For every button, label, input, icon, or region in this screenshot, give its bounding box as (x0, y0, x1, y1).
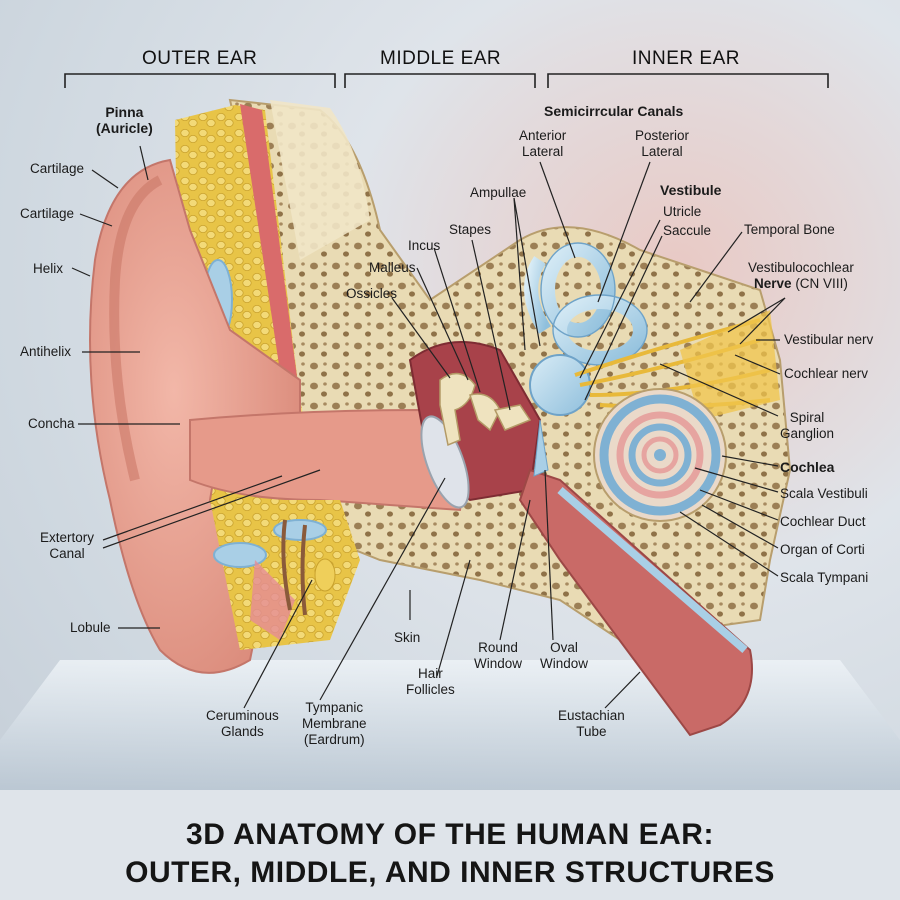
leader-lines (71, 145, 786, 709)
label-pinna: Pinna(Auricle) (96, 104, 153, 136)
tympanic-membrane-shape (420, 415, 470, 509)
section-middle-ear: MIDDLE EAR (380, 48, 502, 69)
label-skin: Skin (394, 630, 421, 645)
label-malleus: Malleus (369, 260, 416, 275)
label-cartilage-2: Cartilage (20, 206, 75, 221)
section-brackets (64, 73, 829, 88)
pinna-shape (89, 158, 301, 674)
label-semicircular-canals: Semicirrcular Canals (544, 103, 684, 119)
cochlea-shape (593, 388, 727, 522)
label-antihelix: Antihelix (20, 344, 72, 359)
label-vestibulocochlear-nerve: Vestibulocochlear Nerve (CN VIII) (748, 260, 854, 291)
title-line-1: 3D ANATOMY OF THE HUMAN EAR: (186, 818, 714, 851)
label-helix: Helix (33, 261, 64, 276)
label-cochlear-duct: Cochlear Duct (780, 514, 866, 529)
ossicles-shape (439, 372, 532, 447)
label-scala-tympani: Scala Tympani (780, 570, 869, 585)
label-stapes: Stapes (449, 222, 492, 237)
label-vestibular-nerve: Vestibular nerv (784, 332, 874, 347)
label-concha: Concha (28, 416, 75, 431)
label-organ-of-corti: Organ of Corti (780, 542, 865, 557)
title-line-2: OUTER, MIDDLE, AND INNER STRUCTURES (125, 856, 775, 889)
label-utricle: Utricle (663, 204, 702, 219)
label-scala-vestibuli: Scala Vestibuli (780, 486, 868, 501)
section-inner-ear: INNER EAR (632, 48, 740, 69)
diagram-title: 3D ANATOMY OF THE HUMAN EAR: OUTER, MIDD… (0, 816, 900, 892)
semicircular-canals-shape (524, 243, 647, 365)
label-vestibule: Vestibule (660, 182, 722, 198)
label-ossicles: Ossicles (346, 286, 398, 301)
title-band (0, 790, 900, 900)
label-saccule: Saccule (663, 223, 712, 238)
section-outer-ear: OUTER EAR (142, 48, 258, 69)
label-lobule: Lobule (70, 620, 111, 635)
label-incus: Incus (408, 238, 441, 253)
label-cochlear-nerve: Cochlear nerv (784, 366, 869, 381)
label-ampullae: Ampullae (470, 185, 527, 200)
label-cochlea: Cochlea (780, 459, 835, 475)
label-temporal-bone: Temporal Bone (744, 222, 835, 237)
label-cartilage-1: Cartilage (30, 161, 85, 176)
eustachian-tube-shape (518, 468, 753, 737)
